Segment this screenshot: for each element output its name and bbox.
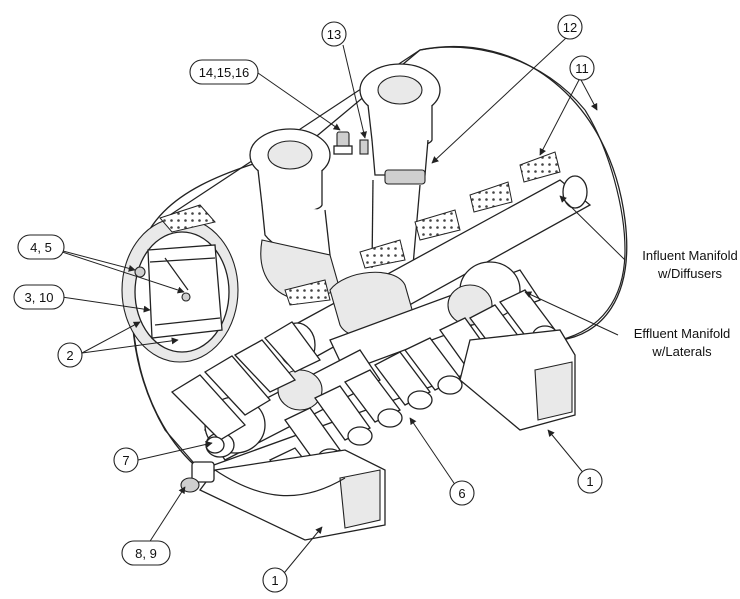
svg-text:Influent Manifold: Influent Manifold xyxy=(642,248,737,263)
top-inlet-right xyxy=(359,63,441,301)
svg-text:1: 1 xyxy=(271,573,278,588)
svg-text:7: 7 xyxy=(122,453,129,468)
leader-lines xyxy=(43,37,626,579)
diffuser xyxy=(519,151,561,183)
svg-text:w/Diffusers: w/Diffusers xyxy=(657,266,723,281)
callout-7: 7 xyxy=(113,447,139,473)
callout-1-front: 1 xyxy=(262,567,288,593)
callout-13: 13 xyxy=(321,21,347,47)
svg-text:w/Laterals: w/Laterals xyxy=(651,344,712,359)
svg-text:Effluent Manifold: Effluent Manifold xyxy=(634,326,731,341)
svg-text:8, 9: 8, 9 xyxy=(135,546,157,561)
svg-text:14,15,16: 14,15,16 xyxy=(199,65,250,80)
svg-text:6: 6 xyxy=(458,486,465,501)
callout-11: 11 xyxy=(569,55,595,81)
diffuser xyxy=(359,239,406,269)
diffuser xyxy=(469,181,513,213)
effluent-manifold-label: Effluent Manifold w/Laterals xyxy=(634,326,731,359)
svg-text:11: 11 xyxy=(575,61,589,76)
callout-3-10: 3, 10 xyxy=(13,284,65,310)
callout-1-rear: 1 xyxy=(577,468,603,494)
svg-text:4, 5: 4, 5 xyxy=(30,240,52,255)
saddle-front xyxy=(199,449,386,541)
diffuser xyxy=(414,209,461,241)
callout-8-9: 8, 9 xyxy=(121,540,171,566)
saddle-rear xyxy=(459,329,576,431)
vent-valve xyxy=(333,131,369,155)
callout-6: 6 xyxy=(449,480,475,506)
callout-2: 2 xyxy=(57,342,83,368)
callout-12: 12 xyxy=(557,14,583,40)
svg-text:12: 12 xyxy=(563,20,577,35)
svg-text:1: 1 xyxy=(586,474,593,489)
callout-4-5: 4, 5 xyxy=(17,234,65,260)
svg-text:13: 13 xyxy=(327,27,341,42)
front-manway xyxy=(121,217,239,363)
svg-text:2: 2 xyxy=(66,348,73,363)
diffuser xyxy=(284,279,331,306)
diffuser xyxy=(159,204,216,233)
influent-manifold-label: Influent Manifold w/Diffusers xyxy=(642,248,737,281)
callout-14-15-16: 14,15,16 xyxy=(189,59,259,85)
svg-text:3, 10: 3, 10 xyxy=(25,290,54,305)
